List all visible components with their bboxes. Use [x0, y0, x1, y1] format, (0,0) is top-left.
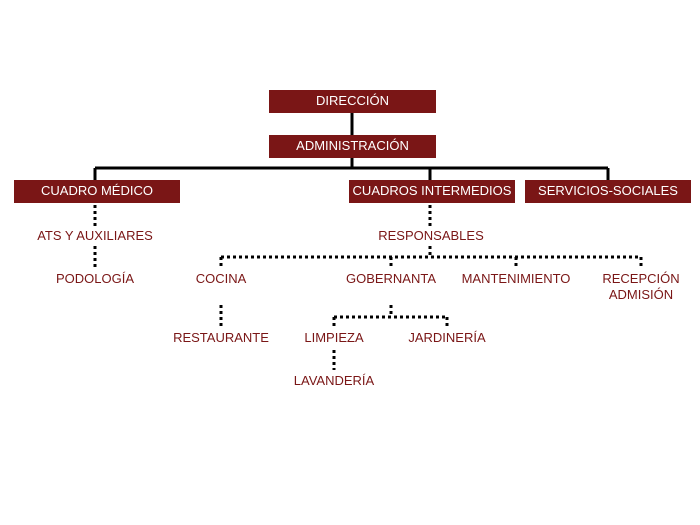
recepcion-label: RECEPCIÓN — [602, 271, 680, 286]
node-mantenimiento: MANTENIMIENTO — [461, 271, 571, 286]
node-recepcion-admision: RECEPCIÓN ADMISIÓN — [591, 271, 691, 303]
node-administracion: ADMINISTRACIÓN — [269, 135, 436, 158]
node-gobernanta: GOBERNANTA — [345, 271, 437, 286]
node-direccion: DIRECCIÓN — [269, 90, 436, 113]
node-cuadro-medico: CUADRO MÉDICO — [14, 180, 180, 203]
node-servicios-sociales: SERVICIOS-SOCIALES — [525, 180, 691, 203]
node-cocina: COCINA — [195, 271, 247, 286]
node-ats-auxiliares: ATS Y AUXILIARES — [37, 228, 153, 243]
node-responsables: RESPONSABLES — [378, 228, 484, 243]
node-podologia: PODOLOGÍA — [55, 271, 135, 286]
admision-label: ADMISIÓN — [608, 287, 674, 302]
node-lavanderia: LAVANDERÍA — [293, 373, 375, 388]
node-cuadros-intermedios: CUADROS INTERMEDIOS — [349, 180, 515, 203]
node-jardineria: JARDINERÍA — [408, 330, 486, 345]
node-restaurante: RESTAURANTE — [173, 330, 269, 345]
node-limpieza: LIMPIEZA — [304, 330, 364, 345]
